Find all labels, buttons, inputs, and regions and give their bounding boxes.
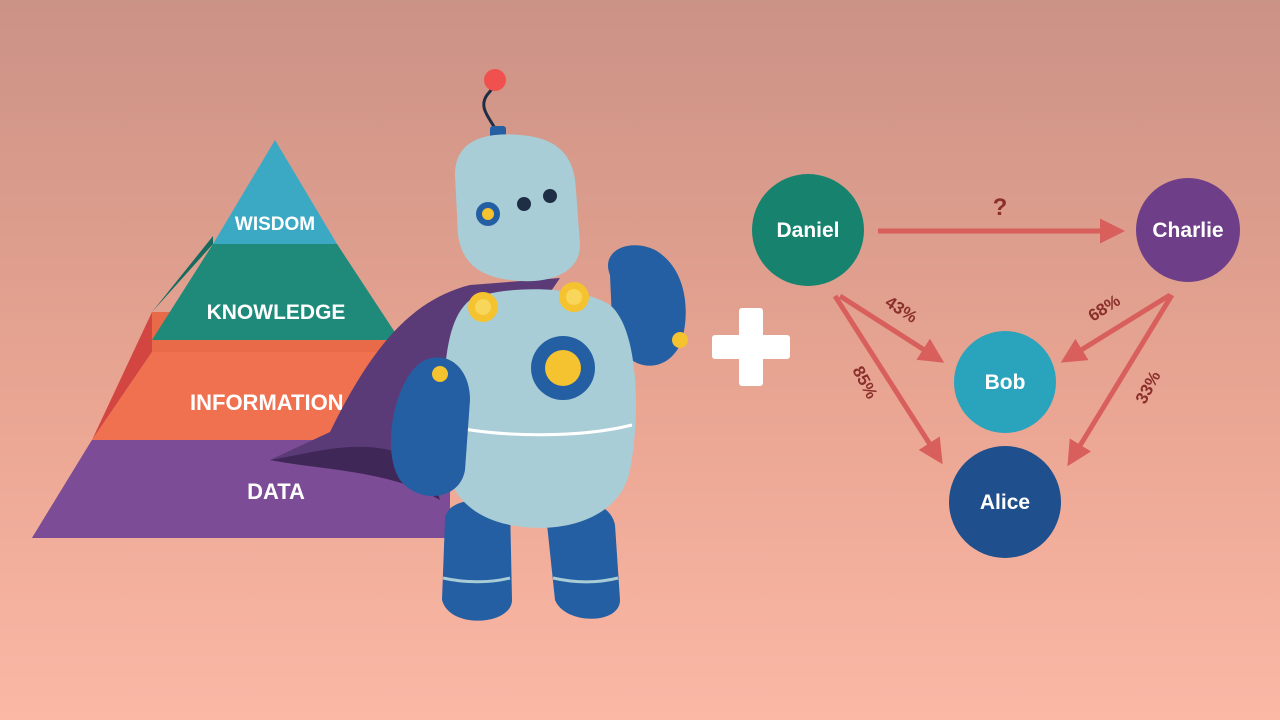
robot-leg-right bbox=[545, 500, 620, 619]
edge-charlie-alice bbox=[1067, 293, 1175, 467]
robot-torso bbox=[441, 289, 636, 528]
pyramid-label-data: DATA bbox=[247, 479, 305, 504]
node-charlie bbox=[1136, 178, 1240, 282]
pyramid-level-knowledge bbox=[152, 244, 400, 340]
dikw-pyramid: WISDOM KNOWLEDGE INFORMATION DATA bbox=[32, 140, 450, 538]
robot-shoulder-right-inner bbox=[566, 289, 582, 305]
robot-knee-line-left bbox=[442, 576, 511, 584]
robot-antenna-bulb bbox=[484, 69, 506, 91]
pyramid-label-wisdom: WISDOM bbox=[235, 214, 315, 235]
node-label-charlie: Charlie bbox=[1152, 219, 1223, 242]
plus-vertical bbox=[739, 308, 763, 386]
pyramid-side-information bbox=[92, 312, 152, 440]
robot-mascot bbox=[270, 69, 688, 621]
robot-eye-right-2 bbox=[543, 189, 557, 203]
node-label-alice: Alice bbox=[980, 491, 1030, 514]
node-daniel bbox=[752, 174, 864, 286]
pyramid-side-knowledge bbox=[152, 236, 213, 312]
robot-chest-inner bbox=[545, 350, 581, 386]
robot-eye-left-pupil bbox=[482, 208, 494, 220]
edge-charlie-bob bbox=[1060, 292, 1172, 363]
robot-arm-joint-right bbox=[672, 332, 688, 348]
robot-shoulder-left-inner bbox=[475, 299, 491, 315]
node-label-daniel: Daniel bbox=[776, 219, 839, 242]
node-label-bob: Bob bbox=[985, 371, 1026, 394]
robot-leg-left bbox=[442, 500, 512, 621]
pyramid-level-wisdom bbox=[213, 140, 337, 244]
pyramid-label-information: INFORMATION bbox=[190, 390, 344, 415]
pyramid-label-knowledge: KNOWLEDGE bbox=[207, 301, 346, 324]
edge-daniel-bob bbox=[838, 293, 945, 363]
edge-label-daniel-charlie: ? bbox=[993, 194, 1008, 221]
node-alice bbox=[949, 446, 1061, 558]
robot-head bbox=[455, 134, 580, 282]
plus-sign bbox=[712, 308, 790, 386]
robot-eye-right-1 bbox=[517, 197, 531, 211]
robot-arm-joint-left bbox=[432, 366, 448, 382]
robot-knee-line-right bbox=[552, 576, 619, 584]
robot-arm-left bbox=[390, 357, 470, 497]
node-bob bbox=[954, 331, 1056, 433]
edge-daniel-alice bbox=[832, 294, 943, 465]
